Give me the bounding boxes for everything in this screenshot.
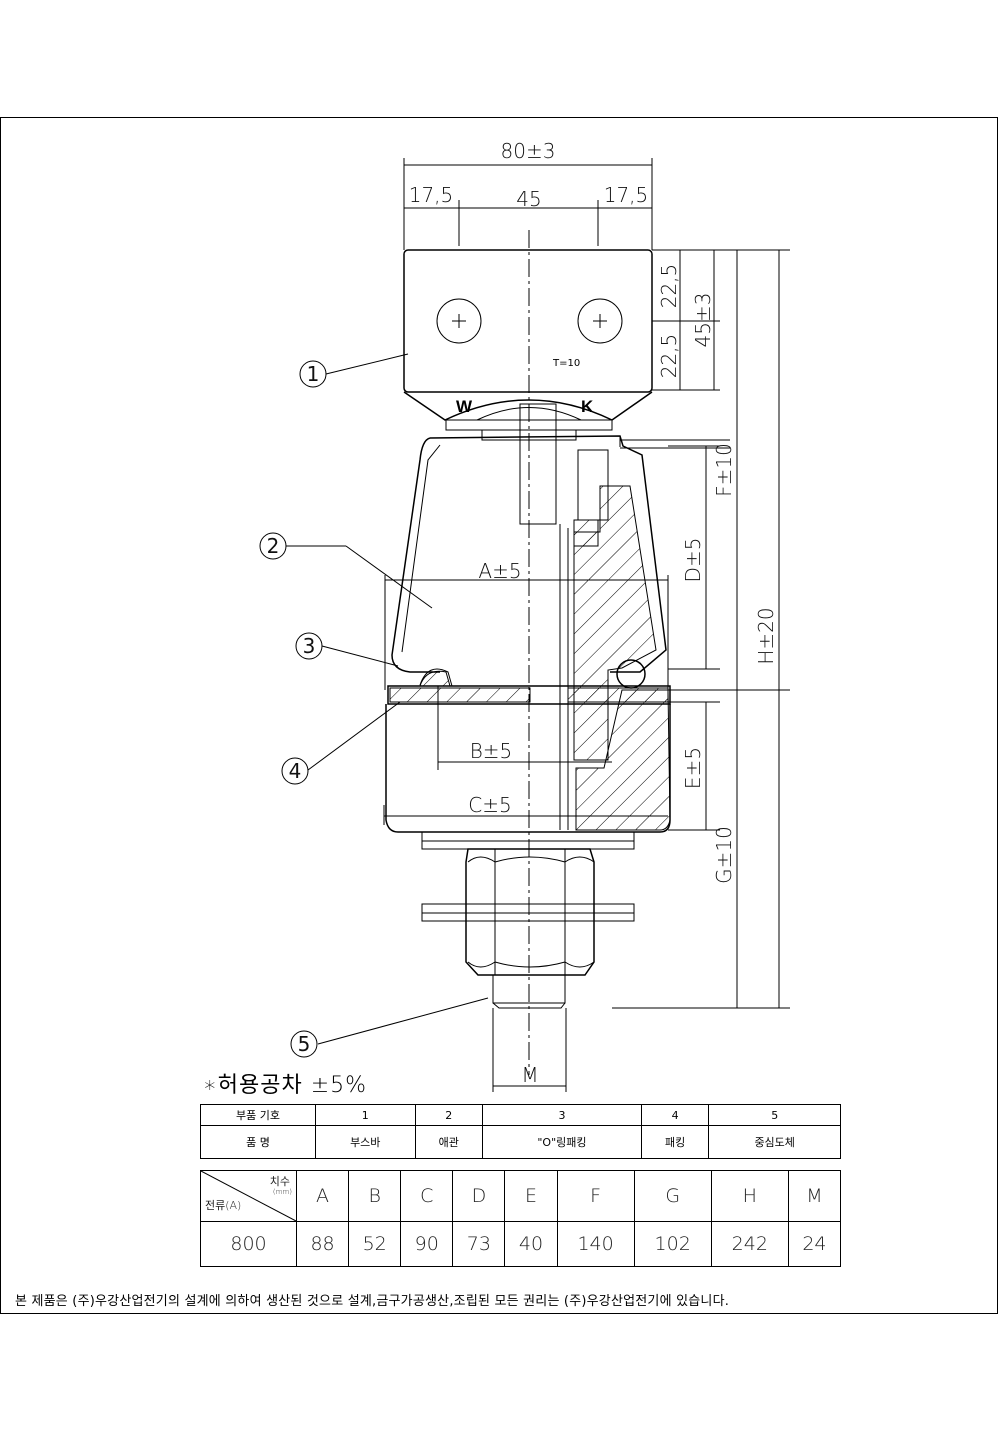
- corner-diagonal: [201, 1171, 296, 1221]
- dim-left-margin: 17,5: [409, 183, 454, 207]
- col-header-g: G: [633, 1170, 712, 1222]
- dim-d: D±5: [681, 538, 705, 583]
- balloon-5: 5: [298, 1032, 311, 1056]
- part-name-5: 중심도체: [708, 1125, 841, 1159]
- copyright-footer: 본 제품은 (주)우강산업전기의 설계에 의하여 생산된 것으로 설계,금구가공…: [15, 1294, 730, 1309]
- value-b: 52: [348, 1221, 402, 1267]
- thickness-note: T=10: [552, 358, 580, 369]
- part-number-1: 1: [315, 1104, 416, 1126]
- part-name-1: 부스바: [315, 1125, 416, 1159]
- part-number-4: 4: [640, 1104, 710, 1126]
- value-d: 73: [452, 1221, 506, 1267]
- part-number-2: 2: [414, 1104, 483, 1126]
- dim-total-width: 80±3: [501, 139, 556, 163]
- dim-busbar-bottom-half: 22,5: [657, 334, 681, 379]
- dim-center-span: 45: [516, 187, 541, 211]
- packing: [387, 685, 671, 705]
- drawing-frame: [0, 117, 998, 1314]
- terminal-mark-k: K: [581, 397, 594, 416]
- value-c: 90: [400, 1221, 454, 1267]
- corner-bottom-label: 전류(A): [205, 1199, 242, 1212]
- part-number-5: 5: [708, 1104, 841, 1126]
- dim-h: H±20: [754, 607, 778, 664]
- value-a: 88: [295, 1221, 350, 1267]
- corner-top-label: 치수: [269, 1175, 290, 1188]
- tolerance-note: ∗허용공차 ±5%: [203, 1073, 368, 1098]
- spec-corner-cell: 치수 (mm) 전류(A): [200, 1170, 297, 1222]
- bolt-hole-right: [577, 298, 623, 344]
- dim-e: E±5: [681, 747, 705, 789]
- col-header-f: F: [556, 1170, 635, 1222]
- part-name-3: "O"링패킹: [481, 1125, 642, 1159]
- parts-table: 부품 기호 1 2 3 4 5 품 명 부스바 애관 "O"링패킹 패킹 중심도…: [200, 1104, 841, 1159]
- col-header-a: A: [295, 1170, 350, 1222]
- value-h: 242: [710, 1221, 789, 1267]
- balloon-2: 2: [267, 534, 280, 558]
- dim-g: G±10: [712, 826, 736, 884]
- terminal-mark-w: W: [456, 397, 473, 416]
- value-m: 24: [787, 1221, 842, 1267]
- dim-right-margin: 17,5: [604, 183, 649, 207]
- dim-m: M: [521, 1063, 538, 1087]
- dim-c: C±5: [468, 793, 511, 817]
- col-header-e: E: [504, 1170, 558, 1222]
- col-header-m: M: [787, 1170, 842, 1222]
- current-value: 800: [200, 1221, 297, 1267]
- balloon-4: 4: [289, 759, 302, 783]
- dim-busbar-top-half: 22,5: [657, 264, 681, 309]
- bolt-hole-left: [436, 298, 482, 344]
- stud: [492, 974, 566, 1004]
- parts-header-label: 부품 기호: [200, 1104, 316, 1126]
- busbar: [403, 249, 653, 393]
- balloon-1: 1: [307, 362, 320, 386]
- spec-table: 치수 (mm) 전류(A) A B C D E F G H M 800 88 5…: [200, 1170, 842, 1267]
- dim-f: F±10: [712, 443, 736, 497]
- col-header-h: H: [710, 1170, 789, 1222]
- col-header-d: D: [452, 1170, 506, 1222]
- part-name-4: 패킹: [640, 1125, 710, 1159]
- part-number-3: 3: [481, 1104, 642, 1126]
- value-e: 40: [504, 1221, 558, 1267]
- col-header-c: C: [400, 1170, 454, 1222]
- balloon-3: 3: [303, 634, 316, 658]
- dim-b: B±5: [470, 739, 513, 763]
- dim-busbar-height: 45±3: [691, 293, 715, 348]
- col-header-b: B: [348, 1170, 402, 1222]
- dim-a: A±5: [478, 559, 521, 583]
- corner-unit-label: (mm): [272, 1188, 292, 1196]
- part-name-2: 애관: [414, 1125, 483, 1159]
- value-g: 102: [633, 1221, 712, 1267]
- parts-name-label: 품 명: [200, 1125, 316, 1159]
- value-f: 140: [556, 1221, 635, 1267]
